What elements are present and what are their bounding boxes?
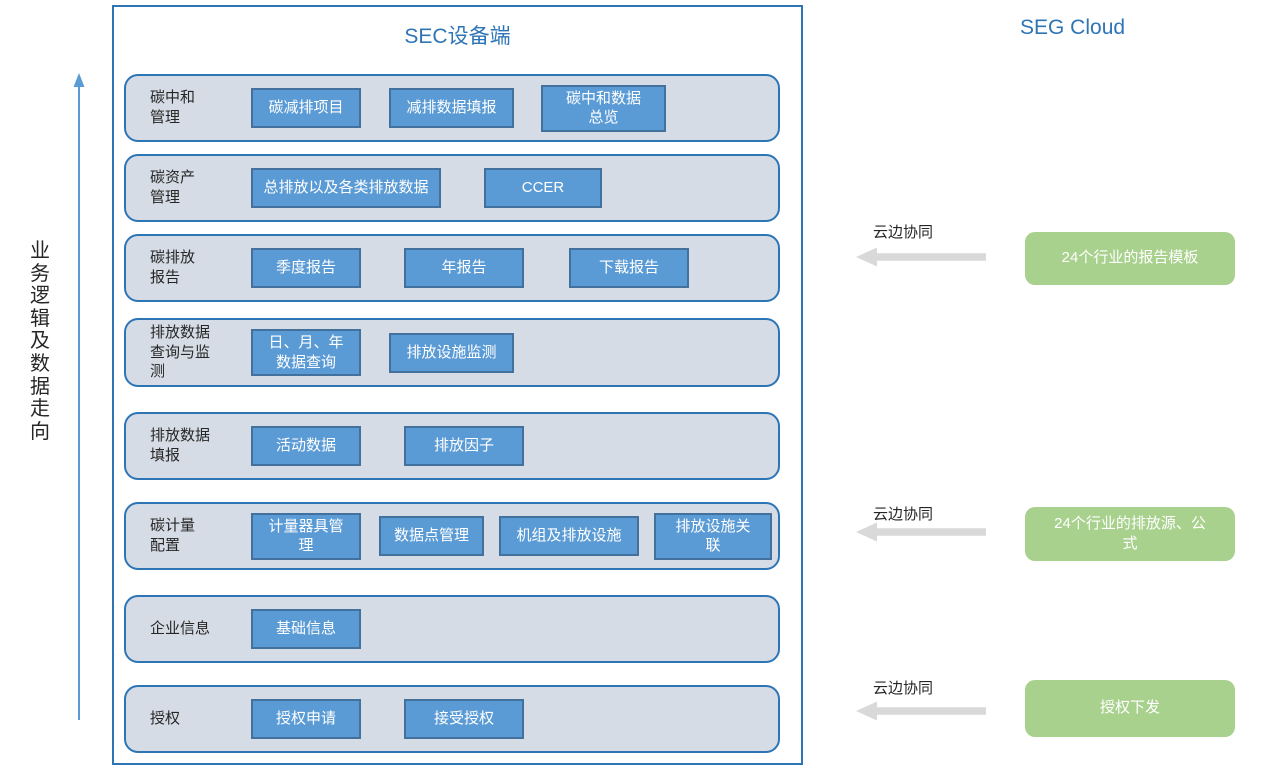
module-row-label: 碳计量 配置 — [150, 517, 196, 554]
sec-device-panel: SEC设备端 碳中和 管理 碳减排项目 减排数据填报 碳中和数据 总览 碳资产 … — [112, 5, 803, 765]
module-row-carbon-emission-report: 碳排放 报告 季度报告 年报告 下载报告 — [124, 234, 780, 302]
module-row-label: 授权 — [150, 710, 181, 728]
module-button: 数据点管理 — [379, 516, 484, 556]
cloud-capability-box: 授权下发 — [1025, 680, 1235, 737]
module-button: 减排数据填报 — [389, 88, 514, 128]
module-button: 基础信息 — [251, 609, 361, 649]
module-row-label: 碳资产 管理 — [150, 169, 196, 206]
cloud-capability-box: 24个行业的排放源、公 式 — [1025, 507, 1235, 561]
module-row-label: 排放数据 查询与监 测 — [150, 323, 211, 381]
cloud-capability-box: 24个行业的报告模板 — [1025, 232, 1235, 285]
module-button: 计量器具管 理 — [251, 512, 361, 560]
module-button: 下载报告 — [569, 248, 689, 288]
module-row-emission-data-reporting: 排放数据 填报 活动数据 排放因子 — [124, 412, 780, 480]
module-button: 季度报告 — [251, 248, 361, 288]
module-button: 接受授权 — [404, 699, 524, 739]
module-button: 活动数据 — [251, 426, 361, 466]
sec-device-title: SEC设备端 — [404, 25, 511, 48]
module-button: 授权申请 — [251, 699, 361, 739]
module-button: 排放设施关 联 — [654, 512, 772, 560]
seg-cloud-title: SEG Cloud — [1020, 16, 1126, 39]
module-button: 日、月、年 数据查询 — [251, 329, 361, 376]
module-button: 碳减排项目 — [251, 88, 361, 128]
module-button: 年报告 — [404, 248, 524, 288]
module-row-emission-data-query-monitoring: 排放数据 查询与监 测 日、月、年 数据查询 排放设施监测 — [124, 318, 780, 387]
cloud-edge-sync-label: 云边协同 — [873, 680, 934, 697]
module-row-authorization: 授权 授权申请 接受授权 — [124, 685, 780, 753]
left-arrow-icon — [856, 522, 986, 542]
module-button: 碳中和数据 总览 — [541, 84, 666, 132]
module-row-label: 排放数据 填报 — [150, 427, 211, 464]
module-row-carbon-neutral-management: 碳中和 管理 碳减排项目 减排数据填报 碳中和数据 总览 — [124, 74, 780, 142]
module-row-label: 碳中和 管理 — [150, 89, 196, 126]
left-arrow-icon — [856, 701, 986, 721]
flow-direction-label: 业务逻辑及数据走向 — [30, 240, 50, 443]
module-row-enterprise-info: 企业信息 基础信息 — [124, 595, 780, 663]
module-row-label: 企业信息 — [150, 620, 211, 638]
module-button: CCER — [484, 168, 602, 208]
up-arrow-icon — [73, 73, 85, 720]
left-arrow-icon — [856, 247, 986, 267]
cloud-edge-sync-label: 云边协同 — [873, 506, 934, 523]
module-row-carbon-asset-management: 碳资产 管理 总排放以及各类排放数据 CCER — [124, 154, 780, 222]
module-button: 总排放以及各类排放数据 — [251, 168, 441, 208]
module-button: 机组及排放设施 — [499, 516, 639, 556]
module-row-carbon-metering-config: 碳计量 配置 计量器具管 理 数据点管理 机组及排放设施 排放设施关 联 — [124, 502, 780, 570]
module-row-label: 碳排放 报告 — [150, 249, 196, 286]
module-button: 排放因子 — [404, 426, 524, 466]
cloud-edge-sync-label: 云边协同 — [873, 224, 934, 241]
module-button: 排放设施监测 — [389, 332, 514, 373]
